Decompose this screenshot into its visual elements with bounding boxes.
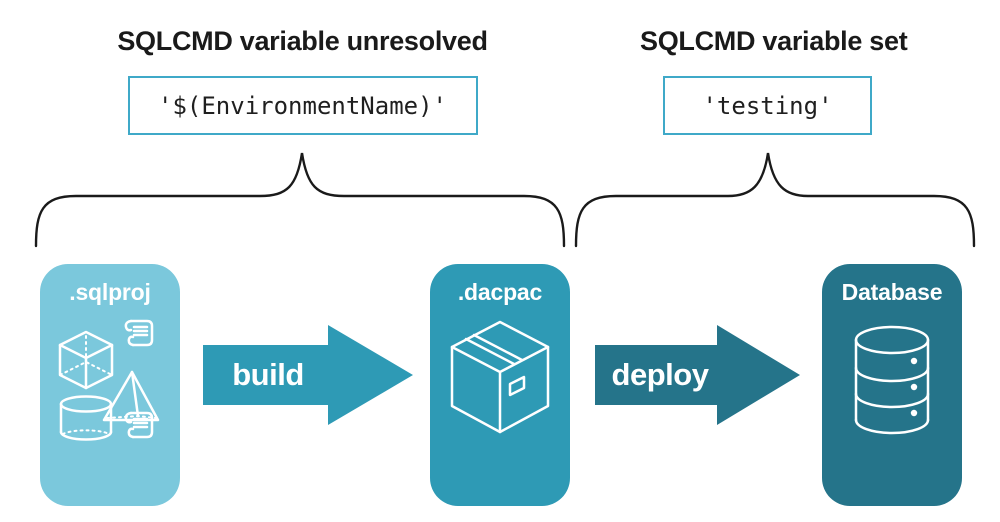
- script-scroll-icon: [124, 411, 154, 439]
- code-text-environment-name: '$(EnvironmentName)': [158, 91, 447, 120]
- code-box-testing: 'testing': [663, 76, 872, 135]
- cube-icon: [58, 330, 114, 390]
- annotation-set: SQLCMD variable set 'testing': [640, 26, 908, 135]
- sql-objects-icon: [58, 319, 160, 441]
- annotation-heading-unresolved: SQLCMD variable unresolved: [117, 26, 488, 56]
- node-dacpac: .dacpac: [430, 264, 570, 506]
- pyramid-icon: [102, 370, 160, 422]
- code-text-testing: 'testing': [702, 91, 833, 120]
- deploy-arrow: deploy: [595, 325, 800, 425]
- deploy-arrow-label: deploy: [611, 357, 709, 392]
- build-arrow: build: [203, 325, 413, 425]
- node-database-label: Database: [841, 279, 943, 305]
- node-dacpac-label: .dacpac: [457, 279, 543, 305]
- cylinder-icon: [59, 395, 113, 441]
- right-brace: [574, 152, 976, 248]
- package-box-icon: [450, 320, 550, 434]
- database-cylinder-icon: [854, 325, 930, 435]
- script-scroll-icon: [124, 319, 154, 347]
- node-database: Database: [822, 264, 962, 506]
- code-box-environment-name: '$(EnvironmentName)': [127, 76, 478, 135]
- build-arrow-label: build: [232, 357, 304, 392]
- build-arrow-shape: [203, 325, 413, 425]
- deploy-arrow-shape: [595, 325, 800, 425]
- node-sqlproj: .sqlproj: [40, 264, 180, 506]
- node-sqlproj-label: .sqlproj: [69, 279, 151, 305]
- annotation-heading-set: SQLCMD variable set: [640, 26, 908, 56]
- annotation-unresolved: SQLCMD variable unresolved '$(Environmen…: [105, 26, 500, 135]
- left-brace: [34, 152, 566, 248]
